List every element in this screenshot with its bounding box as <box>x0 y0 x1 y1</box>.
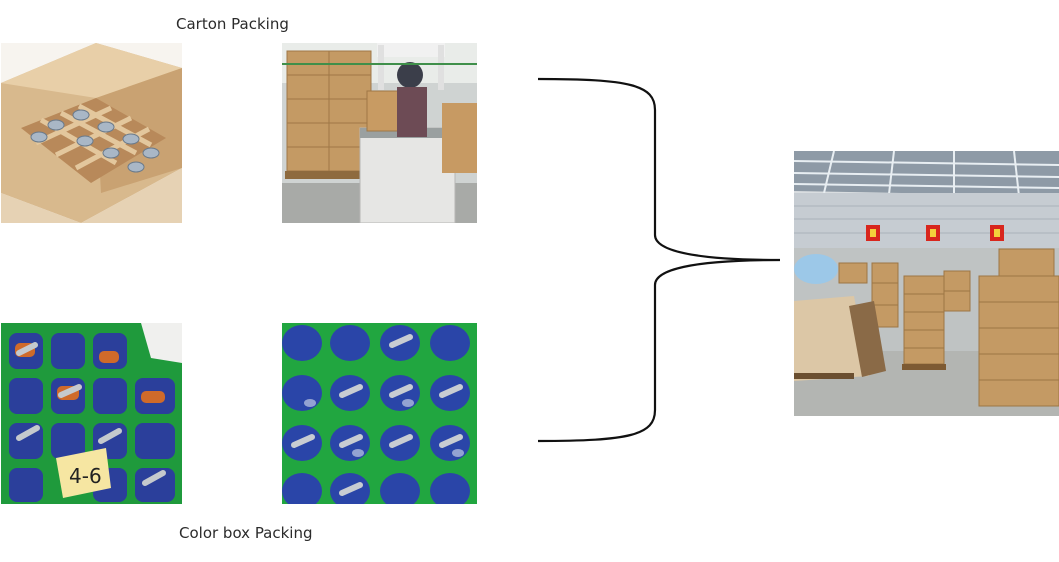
warehouse-photo <box>794 151 1059 416</box>
green-tray-bagged-parts-photo: 4-6 <box>1 323 182 504</box>
strapping-machine-photo <box>282 43 477 223</box>
color-box-packing-label: Color box Packing <box>179 524 313 542</box>
carton-box-photo <box>1 43 182 223</box>
green-tray-blue-bags-photo <box>282 323 477 504</box>
svg-text:4-6: 4-6 <box>69 464 102 488</box>
bracket-connector <box>537 77 781 443</box>
carton-packing-label: Carton Packing <box>176 15 289 33</box>
